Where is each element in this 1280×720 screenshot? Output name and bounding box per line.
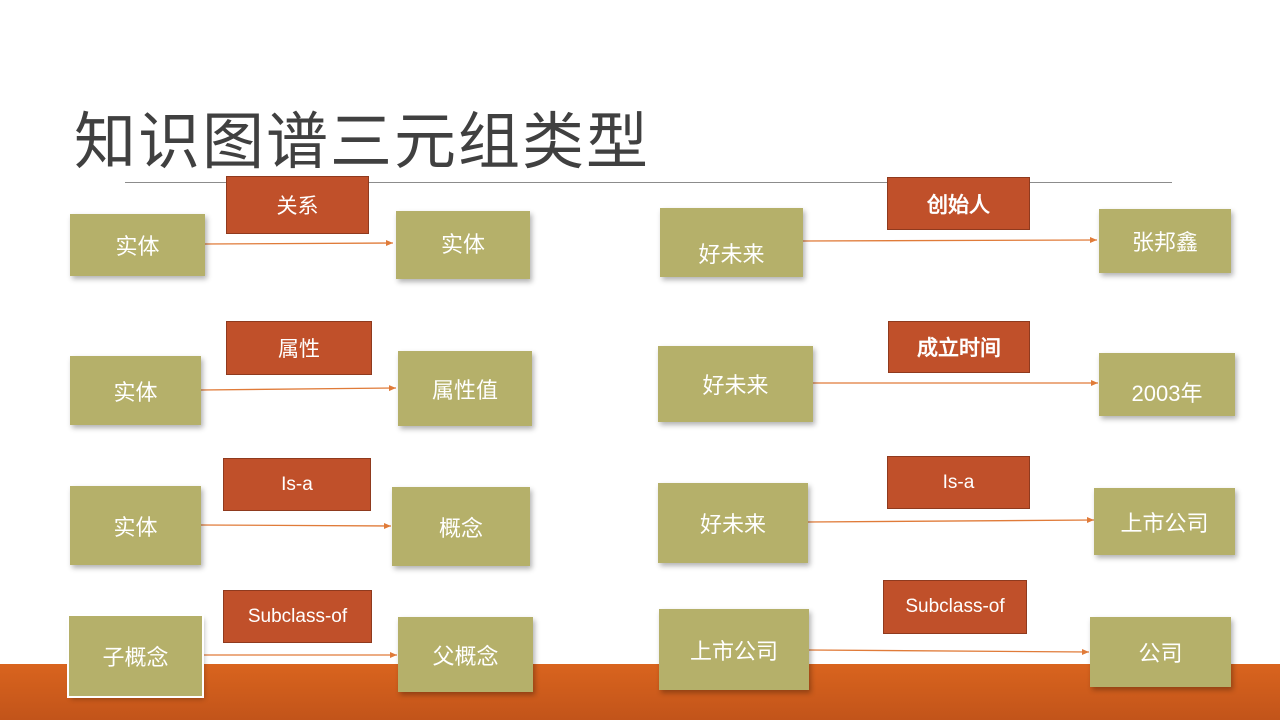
right-triple-1-subject[interactable]: 好未来 [660, 208, 803, 277]
arrow-left-1 [204, 240, 394, 247]
left-triple-1-object[interactable]: 实体 [396, 211, 530, 279]
right-triple-4-relation[interactable]: Subclass-of [883, 580, 1027, 634]
arrow-left-3 [200, 522, 392, 529]
left-triple-2-subject[interactable]: 实体 [70, 356, 201, 425]
arrow-right-3 [807, 517, 1095, 524]
left-triple-3-relation[interactable]: Is-a [223, 458, 371, 511]
left-triple-2-object[interactable]: 属性值 [398, 351, 532, 426]
arrow-right-1 [802, 237, 1098, 244]
left-triple-1-subject[interactable]: 实体 [70, 214, 205, 276]
right-triple-2-object[interactable]: 2003年 [1099, 353, 1235, 416]
slide-title: 知识图谱三元组类型 [74, 105, 651, 178]
arrow-left-2 [200, 385, 397, 392]
right-triple-4-object[interactable]: 公司 [1090, 617, 1231, 687]
right-triple-3-object[interactable]: 上市公司 [1094, 488, 1235, 555]
left-triple-2-relation[interactable]: 属性 [226, 321, 372, 375]
right-triple-3-relation[interactable]: Is-a [887, 456, 1030, 509]
right-triple-2-subject[interactable]: 好未来 [658, 346, 813, 422]
right-triple-1-relation[interactable]: 创始人 [887, 177, 1030, 230]
bottom-accent-band [0, 664, 1280, 720]
left-triple-3-subject[interactable]: 实体 [70, 486, 201, 565]
left-triple-4-relation[interactable]: Subclass-of [223, 590, 372, 643]
left-triple-4-subject[interactable]: 子概念 [67, 614, 204, 698]
arrow-right-4 [808, 648, 1090, 655]
title-divider [125, 182, 1172, 183]
left-triple-4-object[interactable]: 父概念 [398, 617, 533, 692]
left-triple-3-object[interactable]: 概念 [392, 487, 530, 566]
right-triple-1-object[interactable]: 张邦鑫 [1099, 209, 1231, 273]
right-triple-2-relation[interactable]: 成立时间 [888, 321, 1030, 373]
right-triple-4-subject[interactable]: 上市公司 [659, 609, 809, 690]
left-triple-1-relation[interactable]: 关系 [226, 176, 369, 234]
right-triple-3-subject[interactable]: 好未来 [658, 483, 808, 563]
